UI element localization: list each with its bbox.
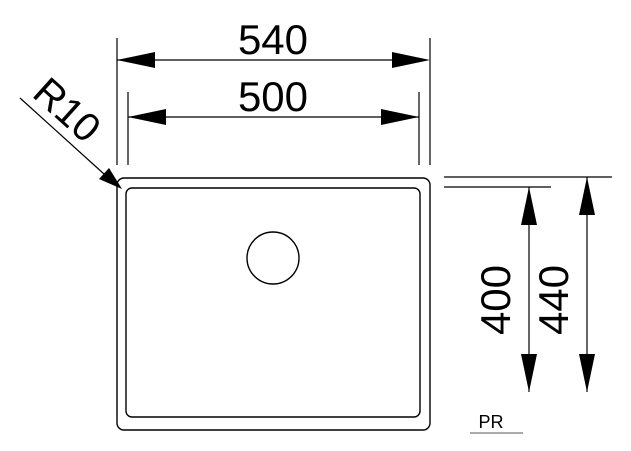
inner-depth-dimension xyxy=(521,187,537,392)
inner-width-label: 500 xyxy=(238,73,308,120)
inner-width-dimension xyxy=(128,109,419,125)
radius-label: R10 xyxy=(25,69,109,151)
drain-circle xyxy=(246,231,300,285)
brand-logo: PR xyxy=(470,412,523,434)
outer-width-label: 540 xyxy=(238,16,308,63)
sink-inner-bowl-outline xyxy=(125,187,421,418)
outer-depth-label: 440 xyxy=(530,265,577,335)
outer-width-dimension xyxy=(117,52,430,68)
outer-depth-dimension xyxy=(579,177,595,392)
inner-depth-label: 400 xyxy=(472,265,519,335)
sink-outer-outline xyxy=(116,177,431,431)
radius-leader xyxy=(19,97,122,189)
brand-logo-text: PR xyxy=(478,412,503,432)
